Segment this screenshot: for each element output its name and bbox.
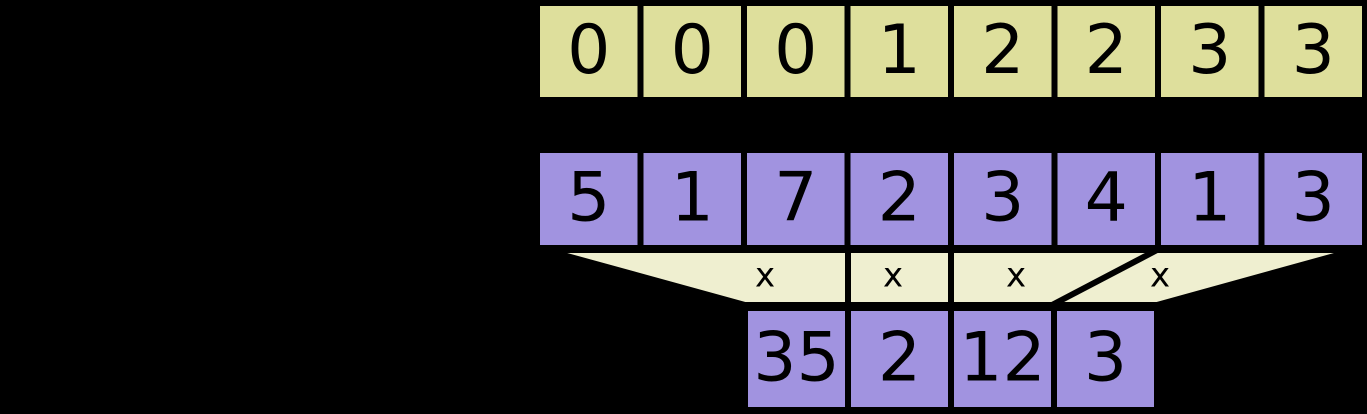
cell-box [948, 305, 1057, 413]
cell-box [1155, 147, 1265, 251]
cell-box [637, 147, 747, 251]
cell-value: 35 [753, 319, 840, 398]
cell-value: 0 [774, 11, 817, 90]
cell-value: 12 [959, 319, 1046, 398]
cell-value: 2 [1085, 11, 1128, 90]
cell-box [1051, 305, 1160, 413]
cell-box [948, 0, 1058, 103]
cell-value: 3 [1084, 319, 1127, 398]
operator-symbol: x [883, 256, 903, 296]
reduction-band-diagonal-line [1050, 247, 1159, 308]
cell-value: 3 [1188, 11, 1231, 90]
cell-box [742, 305, 851, 413]
cell-box [1258, 0, 1367, 103]
cell-value: 5 [567, 159, 610, 238]
cell-value: 0 [671, 11, 714, 90]
cell-value: 1 [1188, 159, 1231, 238]
cell-box [534, 0, 644, 103]
cell-box [844, 147, 954, 251]
cell-value: 2 [878, 159, 921, 238]
cell-box [948, 147, 1058, 251]
cell-value: 0 [567, 11, 610, 90]
operator-symbol: x [1150, 256, 1170, 296]
cell-box [845, 305, 954, 413]
cell-box [741, 147, 851, 251]
result-row: 35 2 12 3 [742, 305, 1160, 413]
operator-symbol: x [1006, 256, 1026, 296]
cell-value: 4 [1085, 159, 1128, 238]
cell-value: 3 [1292, 159, 1335, 238]
cell-value: 3 [981, 159, 1024, 238]
cell-box [1155, 0, 1265, 103]
operator-symbol: x [755, 256, 775, 296]
cell-value: 1 [878, 11, 921, 90]
cell-value: 7 [774, 159, 817, 238]
reduction-band-dividers [845, 250, 954, 305]
cell-value: 1 [671, 159, 714, 238]
cell-value: 2 [981, 11, 1024, 90]
cell-value: 2 [878, 319, 921, 398]
cell-value: 3 [1292, 11, 1335, 90]
cell-box [1051, 0, 1161, 103]
cell-box [1258, 147, 1367, 251]
